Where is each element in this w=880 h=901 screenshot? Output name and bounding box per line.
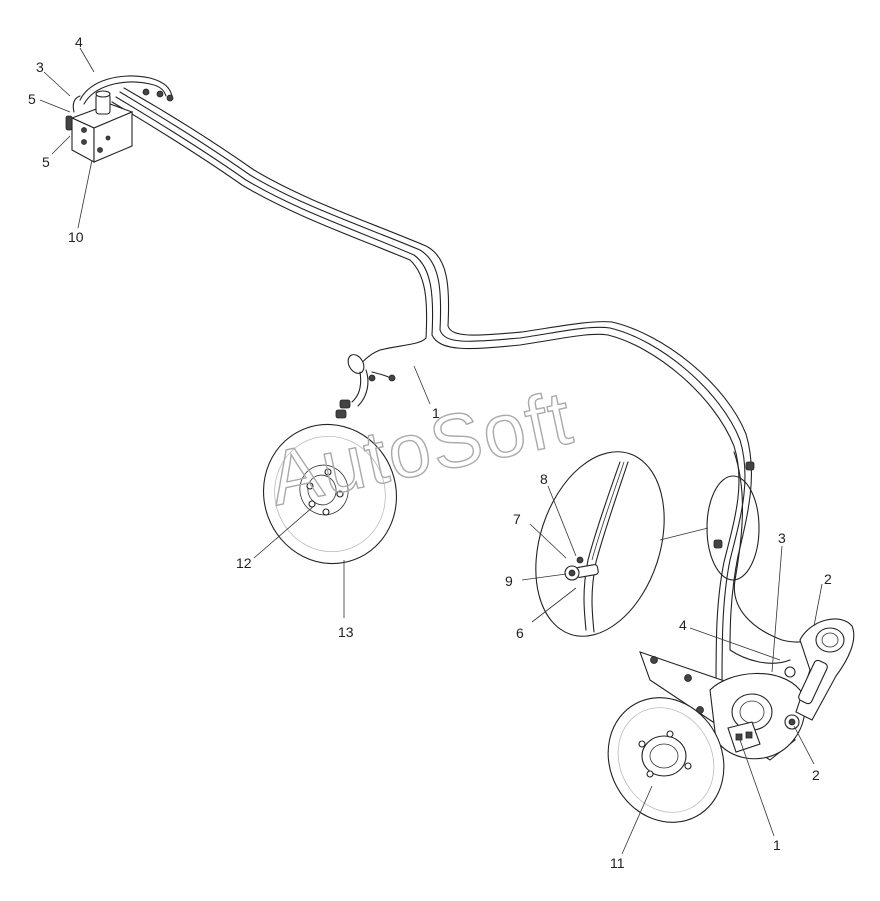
callout-6: 6 [516,625,524,641]
master-cylinder-unit [65,75,174,163]
right-brake-assembly [639,618,855,761]
callout-11: 11 [610,855,625,871]
right-brake-disc [607,697,725,823]
leader-lines [39,47,823,855]
callout-2-lower: 2 [812,767,820,783]
callout-13: 13 [338,624,354,640]
callout-7: 7 [513,511,521,527]
brake-hose-bundle [111,87,829,691]
callout-4-top: 4 [75,34,83,50]
callout-2-upper: 2 [824,571,832,587]
callout-3-right: 3 [778,530,786,546]
callout-3-top: 3 [36,59,44,75]
callout-5-upper: 5 [28,91,36,107]
callout-4-right: 4 [679,617,687,633]
hose-connector-assembly [335,354,396,419]
callout-1-right: 1 [773,837,781,853]
callout-5-lower: 5 [42,154,50,170]
callout-labels: 4 3 5 5 10 1 12 13 8 7 9 6 3 2 4 2 1 11 [28,34,832,871]
callout-10: 10 [68,229,84,245]
callout-8: 8 [540,471,548,487]
callout-1-hose: 1 [432,405,440,421]
detail-magnifier [535,451,760,637]
watermark-text: AutoSoft [262,375,580,522]
callout-12: 12 [236,555,252,571]
callout-9: 9 [505,573,513,589]
left-brake-disc [262,423,398,565]
